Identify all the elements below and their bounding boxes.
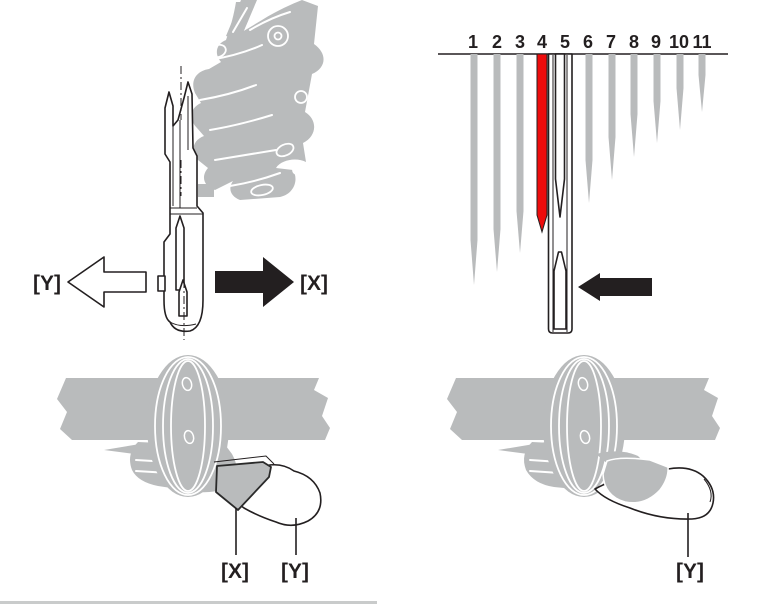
arrow-left-solid-icon — [578, 273, 652, 301]
body-detail-line — [229, 172, 281, 187]
sprocket-number: 11 — [692, 32, 711, 52]
sprocket-11 — [698, 54, 706, 112]
chain-link — [553, 251, 567, 330]
sprocket-4-highlighted — [536, 53, 548, 234]
clamp-band-line — [558, 358, 610, 494]
cage-inner-tooth — [178, 279, 188, 317]
clamp-band-line — [162, 358, 214, 494]
sprocket-number: 1 — [468, 32, 478, 52]
sprocket-3 — [516, 54, 524, 253]
chain-guide-cage — [157, 66, 204, 340]
sprocket-number: 8 — [629, 32, 639, 52]
body-detail-line — [209, 44, 263, 61]
body-slot-icon — [250, 183, 274, 197]
sprocket-2 — [493, 54, 501, 272]
sprocket-7 — [608, 54, 616, 180]
clamp-band-line — [550, 356, 618, 496]
cable-detail-line — [232, 7, 248, 33]
sprocket-number: 6 — [583, 32, 593, 52]
chain-on-sprocket-5 — [547, 53, 573, 334]
sprocket-number: 4 — [537, 32, 547, 52]
sprocket-10 — [676, 54, 684, 130]
pivot-bolt-icon — [267, 25, 289, 47]
arrow-left-outline-icon — [67, 256, 147, 308]
page-divider — [0, 601, 377, 604]
pivot-bolt-center-icon — [273, 31, 283, 41]
derailleur-x-label: [X] — [300, 272, 328, 295]
clamp-band-line — [170, 360, 206, 492]
sprocket-number: 10 — [669, 32, 689, 52]
cassette-sprocket-figure: 1 2 3 4 5 6 7 8 9 10 11 — [438, 32, 728, 334]
cage-bottom-line — [169, 321, 197, 327]
shifter-left-y-label: [Y] — [281, 560, 309, 583]
clamp-screw-icon — [181, 376, 193, 392]
sprocket-number: 2 — [492, 32, 502, 52]
lever-x-paddle — [215, 461, 272, 511]
shifter-figure-right: [Y] — [447, 355, 720, 583]
derailleur-silhouette — [191, 0, 324, 200]
link-bolt-icon — [294, 90, 308, 104]
lever-x-top-edge — [213, 455, 275, 465]
body-detail-line — [214, 149, 277, 161]
shifter-right-y-label: [Y] — [676, 560, 704, 583]
sprocket-teeth — [470, 53, 706, 285]
body-detail-line — [249, 11, 291, 31]
sprocket-number: 5 — [560, 32, 570, 52]
front-derailleur-figure: [Y] [X] — [33, 0, 328, 340]
cage-outline — [163, 81, 204, 333]
sprocket-number: 3 — [515, 32, 525, 52]
sprocket-number: 7 — [606, 32, 616, 52]
clamp-band — [543, 355, 625, 497]
sprocket-8 — [630, 54, 638, 157]
shifter-figure-left: [X] [Y] — [57, 355, 330, 583]
shifter-left-x-label: [X] — [221, 560, 249, 583]
sprocket-9 — [653, 54, 661, 143]
body-slot-icon — [275, 142, 295, 158]
clamp-screw-icon — [183, 429, 195, 445]
clamp-band — [147, 355, 229, 497]
sprocket-1 — [470, 54, 478, 285]
sprocket-number: 9 — [651, 32, 661, 52]
sprocket-numbers: 1 2 3 4 5 6 7 8 9 10 11 — [468, 32, 712, 52]
body-detail-line — [209, 114, 273, 131]
body-detail-line — [199, 84, 257, 101]
clamp-band-line — [154, 356, 222, 496]
derailleur-y-label: [Y] — [33, 272, 61, 295]
derailleur-tab — [198, 184, 214, 197]
clamp-screw-icon — [577, 376, 589, 392]
derailleur-body — [191, 0, 324, 200]
small-bolt-icon — [292, 165, 302, 175]
body-hole-icon — [209, 43, 227, 59]
clamp-band-line — [566, 360, 602, 492]
sprocket-5-tooth — [554, 53, 566, 218]
lever-y-cap-line — [703, 478, 712, 503]
lever-y-paddle — [239, 463, 322, 527]
lever-x-pressed — [602, 457, 669, 504]
arrow-right-solid-icon — [215, 257, 294, 307]
sprocket-6 — [585, 54, 593, 203]
clamp-screw-icon — [579, 429, 591, 445]
cage-left-tab — [157, 275, 166, 292]
cage-inner-tooth — [175, 215, 185, 291]
